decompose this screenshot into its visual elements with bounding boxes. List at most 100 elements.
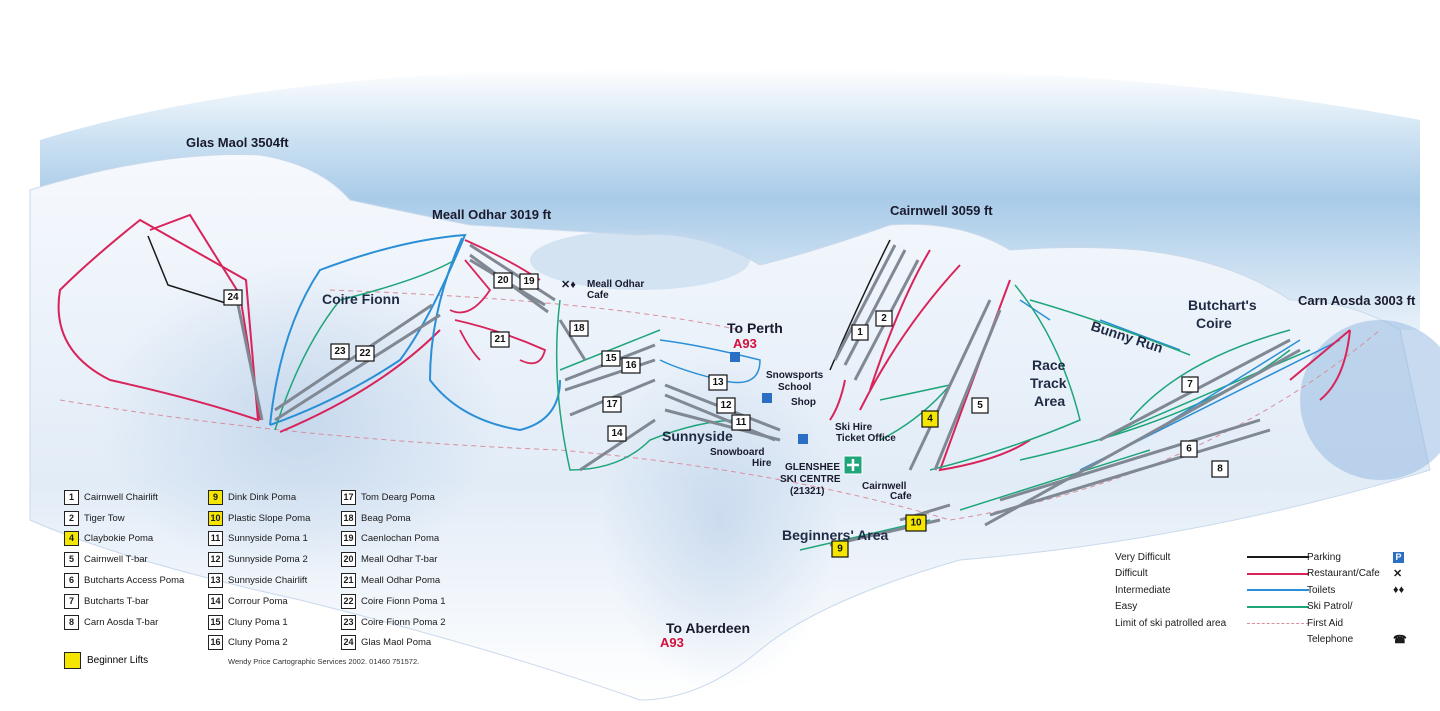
toilets-icon: ♦♦: [1393, 584, 1405, 597]
lift-name: Butcharts Access Poma: [84, 575, 185, 587]
facility-cairnwell-cafe-1: Cairnwell: [862, 481, 907, 492]
lift-number: 8: [64, 614, 79, 630]
lift-marker-15: 15: [601, 350, 621, 367]
parking-icon: P: [1393, 551, 1404, 564]
svg-text:7: 7: [1187, 379, 1193, 390]
area-race-track-1: Race: [1032, 357, 1066, 373]
lift-number: 21: [341, 573, 356, 589]
run-blue-sunnyside: [659, 339, 761, 384]
area-race-track-2: Track: [1030, 375, 1067, 391]
lift-number: 2: [64, 510, 79, 526]
lift-number: 13: [208, 573, 223, 589]
area-coire-fionn: Coire Fionn: [322, 291, 400, 307]
run-black-glas-maol: [147, 235, 233, 306]
svg-text:21: 21: [494, 334, 506, 345]
area-race-track-3: Area: [1034, 393, 1065, 409]
facility-centre-2: SKI CENTRE: [780, 474, 841, 485]
lift-number: 17: [341, 489, 356, 505]
run-line-swatch: [1247, 556, 1309, 559]
svg-text:14: 14: [611, 428, 623, 439]
lift-number: 5: [64, 552, 79, 568]
area-beginners: Beginners' Area: [782, 527, 889, 543]
svg-text:20: 20: [497, 275, 509, 286]
lift-marker-13: 13: [708, 374, 728, 391]
facility-snowboard-2: Hire: [752, 458, 772, 469]
facility-label: Parking: [1307, 551, 1341, 563]
svg-text:6: 6: [1186, 444, 1192, 455]
lift-number: 23: [341, 614, 356, 630]
facility-snowboard-1: Snowboard: [710, 447, 764, 458]
run-blue-coire-fionn: [269, 233, 467, 426]
road-perth-a93: A93: [733, 336, 757, 351]
lift-name: Butcharts T-bar: [84, 595, 149, 607]
run-difficulty-label: Very Difficult: [1115, 551, 1171, 563]
telephone-icon: ☎: [1393, 634, 1407, 647]
lift-number: 14: [208, 593, 223, 609]
run-difficulty-label: Difficult: [1115, 568, 1148, 580]
lift-legend-item: 20 Meall Odhar T-bar: [341, 549, 511, 570]
lift-number: 19: [341, 531, 356, 547]
run-legend-row: Telephone☎: [1115, 632, 1415, 649]
facility-centre-3: (21321): [790, 486, 824, 497]
beginner-lifts-key: Beginner Lifts: [64, 652, 148, 669]
svg-text:15: 15: [605, 353, 617, 364]
svg-text:2: 2: [881, 313, 887, 324]
svg-text:8: 8: [1217, 464, 1223, 475]
facility-snowsports-1: Snowsports: [766, 370, 824, 381]
peak-meall-odhar: Meall Odhar 3019 ft: [432, 207, 552, 222]
lift-marker-11: 11: [731, 414, 751, 431]
run-red-coire-fionn: [279, 329, 441, 433]
lift-name: Cluny Poma 1: [228, 616, 288, 628]
lift-legend-item: 6 Butcharts Access Poma: [64, 570, 234, 591]
lift-number: 1: [64, 489, 79, 505]
road-to-aberdeen: To Aberdeen: [666, 620, 750, 636]
lift-name: Dink Dink Poma: [228, 491, 297, 503]
lift-number: 15: [208, 614, 223, 630]
lift-marker-12: 12: [716, 397, 736, 414]
facility-cairnwell-cafe-2: Cafe: [890, 491, 912, 502]
road-aberdeen-a93: A93: [660, 635, 684, 650]
lift-marker-6: 6: [1180, 440, 1198, 458]
lift-number: 10: [208, 510, 223, 526]
run-green-sunnyside: [555, 299, 741, 471]
run-line-swatch: [1247, 589, 1309, 592]
parking-icon: [798, 434, 808, 444]
area-butcharts-1: Butchart's: [1188, 297, 1257, 313]
svg-text:16: 16: [625, 360, 637, 371]
lift-name: Sunnyside Poma 1: [228, 533, 308, 545]
lift-marker-10: 10: [905, 514, 927, 532]
lift-number: 20: [341, 552, 356, 568]
lift-name: Meall Odhar T-bar: [361, 554, 438, 566]
lift-name: Caenlochan Poma: [361, 533, 440, 545]
run-line-swatch: [1247, 605, 1309, 608]
svg-text:10: 10: [910, 518, 922, 529]
peak-cairnwell: Cairnwell 3059 ft: [890, 203, 993, 218]
lift-marker-21: 21: [490, 331, 510, 348]
lift-number: 6: [64, 573, 79, 589]
lift-marker-16: 16: [621, 357, 641, 374]
facility-label: First Aid: [1307, 617, 1344, 629]
lift-marker-1: 1: [851, 324, 869, 341]
peak-glas-maol: Glas Maol 3504ft: [186, 135, 289, 150]
lift-name: Beag Poma: [361, 512, 411, 524]
patrol-limit-line-upper: [329, 289, 741, 331]
lift-number: 18: [341, 510, 356, 526]
lift-name: Cairnwell T-bar: [84, 554, 148, 566]
svg-text:17: 17: [606, 399, 618, 410]
svg-text:11: 11: [736, 417, 747, 428]
facility-shop: Shop: [791, 397, 816, 408]
svg-text:12: 12: [720, 400, 732, 411]
